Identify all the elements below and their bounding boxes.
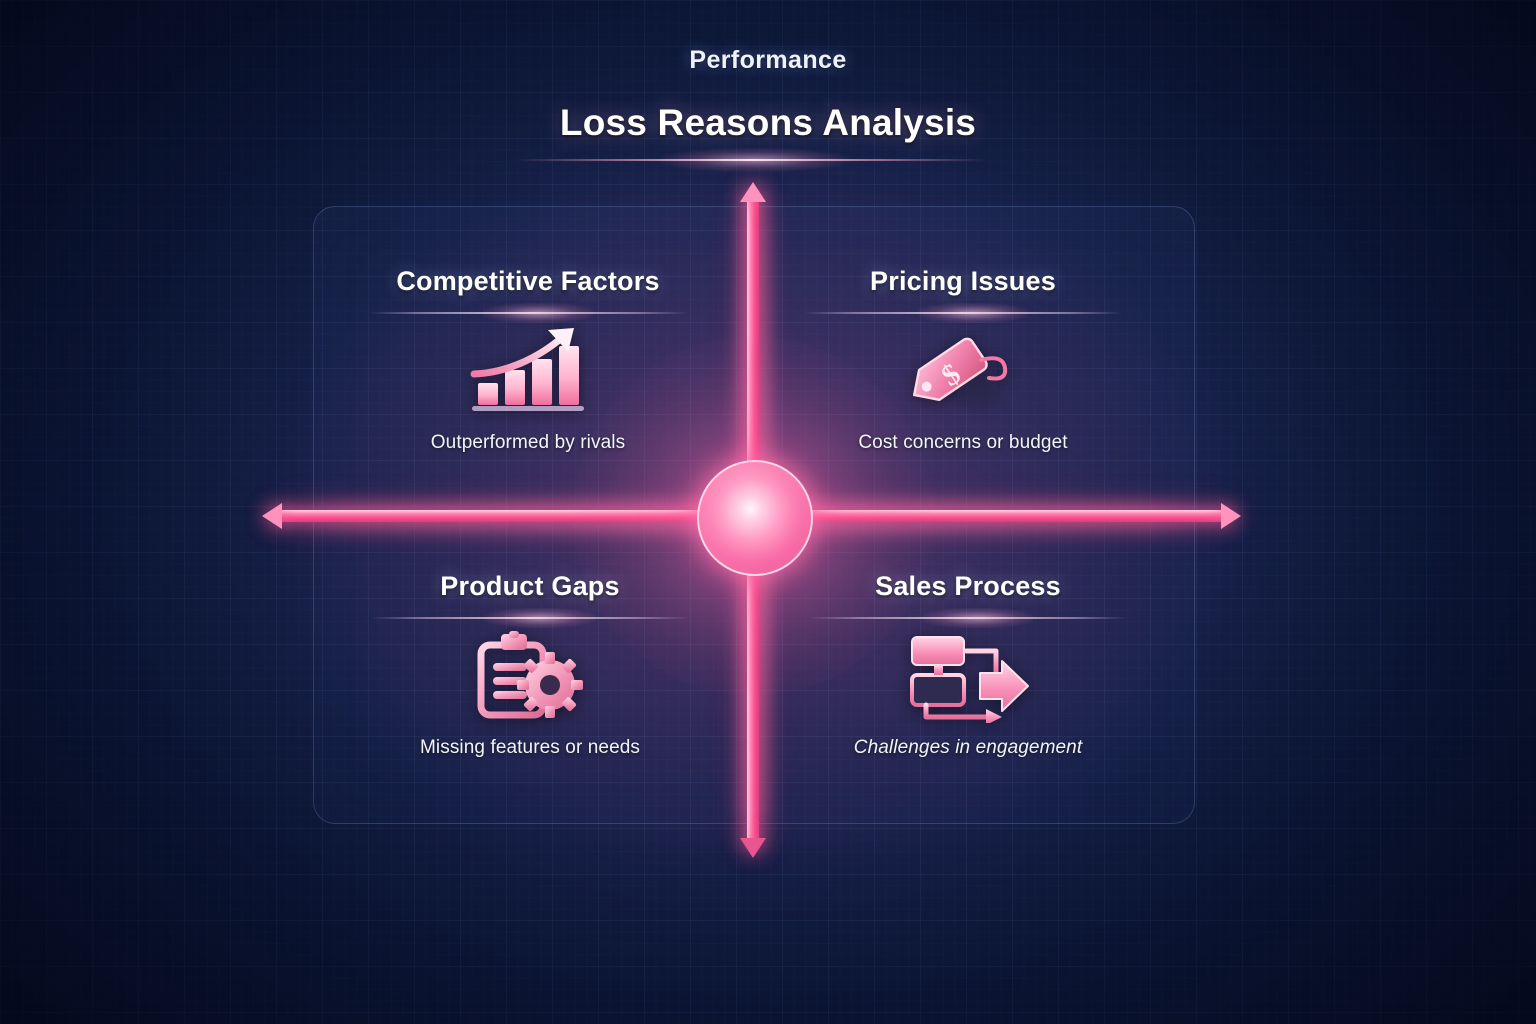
title-block: Performance Loss Reasons Analysis [0, 46, 1536, 144]
quadrant-product-gaps[interactable]: Product Gaps [330, 573, 730, 759]
quadrant-subtitle: Challenges in engagement [853, 736, 1083, 758]
quadrant-subtitle: Missing features or needs [419, 736, 641, 758]
quadrant-divider [809, 609, 1127, 626]
price-tag-dollar-icon: $ [763, 326, 1163, 418]
quadrant-subtitle: Cost concerns or budget [858, 431, 1068, 453]
workflow-arrow-icon [768, 631, 1168, 723]
quadrant-divider [371, 609, 689, 626]
title-divider [516, 159, 986, 161]
arrow-up-icon [740, 182, 766, 202]
page-kicker: Performance [689, 46, 847, 74]
quadrant-title: Pricing Issues [870, 266, 1056, 296]
arrow-right-icon [1221, 503, 1241, 529]
arrow-left-icon [262, 503, 282, 529]
page-title: Loss Reasons Analysis [559, 102, 977, 143]
clipboard-gear-icon [330, 630, 730, 723]
quadrant-competitive-factors[interactable]: Competitive Factors [328, 268, 728, 454]
arrow-down-icon [740, 838, 766, 858]
quadrant-title: Product Gaps [440, 571, 620, 601]
central-hub[interactable] [697, 460, 813, 576]
bar-chart-growth-icon [328, 326, 728, 418]
quadrant-pricing-issues[interactable]: Pricing Issues $ Cost concerns or budget [763, 268, 1163, 454]
quadrant-title: Sales Process [875, 571, 1061, 601]
quadrant-subtitle: Outperformed by rivals [430, 431, 626, 453]
quadrant-sales-process[interactable]: Sales Process Challenges in engagement [768, 573, 1168, 759]
quadrant-divider [369, 304, 687, 321]
quadrant-divider [804, 304, 1122, 321]
quadrant-title: Competitive Factors [396, 266, 660, 296]
